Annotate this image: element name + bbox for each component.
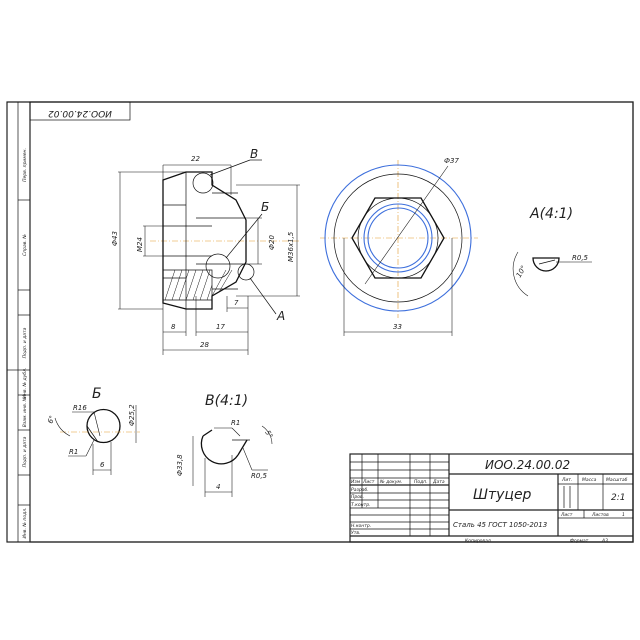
dim-17: 17	[216, 323, 225, 331]
tb-col-list: Лист	[362, 479, 375, 485]
dim-22: 22	[191, 155, 200, 163]
side-label-7: Инв. № подл.	[22, 507, 28, 538]
mirrored-doc-code: ИОО.24.00.02	[48, 108, 112, 118]
side-label-2: Справ. №	[22, 234, 28, 256]
side-label-4: Инв. № дубл.	[22, 368, 28, 399]
dim-dia43: Ф43	[111, 231, 119, 246]
tb-scale-value: 2:1	[611, 493, 625, 503]
tb-col-date: Дата	[432, 479, 445, 485]
detail-v-title: В(4:1)	[205, 393, 248, 409]
tb-sheets-label: Листов	[591, 512, 609, 518]
detail-v-r1: R1	[231, 419, 240, 427]
tb-material: Сталь 45 ГОСТ 1050-2013	[453, 521, 547, 529]
side-label-1: Перв. примен.	[22, 148, 28, 182]
tb-col-izm: Изм	[351, 479, 361, 485]
dim-8: 8	[171, 323, 176, 331]
side-strip: Перв. примен. Справ. № Подп. и дата Инв.…	[7, 102, 30, 542]
title-block: Изм Лист № докум. Подп. Дата Разраб. Про…	[349, 453, 634, 544]
tb-format-label: Формат	[570, 538, 589, 544]
tb-scale-label: Масштаб	[606, 477, 628, 483]
detail-b-title: Б	[92, 386, 102, 402]
detail-v-angle: 5°	[263, 429, 274, 440]
detail-a-title: А(4:1)	[529, 206, 573, 222]
detail-b-6: 6	[100, 461, 105, 469]
tb-lit-label: Лит.	[561, 477, 572, 483]
side-label-3: Подп. и дата	[22, 327, 28, 358]
detail-b: Б R16 R1 Ф25,2 6 6°	[46, 386, 140, 475]
tb-code: ИОО.24.00.02	[485, 458, 570, 472]
sheet-frame	[6, 101, 634, 543]
callout-b: Б	[261, 200, 269, 214]
detail-b-angle: 6°	[46, 414, 56, 424]
tb-row-utv: Утв.	[351, 530, 360, 536]
main-view-dims: 22 Ф43 М24 Ф20 М36х1,5 8	[111, 155, 300, 355]
end-view: Ф37 33	[320, 157, 478, 336]
tb-sheet-label: Лист	[560, 512, 573, 518]
detail-a-radius: R0,5	[572, 254, 589, 262]
tb-format-value: А3	[601, 538, 608, 544]
detail-v: В(4:1) R1 R0,5 Ф33,8 4 5°	[176, 393, 274, 497]
tb-sheets-value: 1	[622, 512, 625, 518]
dim-thread: М36х1,5	[287, 231, 295, 262]
main-view: В Б А 22 Ф43 М24 Ф20	[111, 147, 300, 355]
tb-col-sign: Подп.	[414, 479, 428, 485]
dim-dia37: Ф37	[444, 157, 459, 165]
dim-28: 28	[200, 341, 209, 349]
side-label-6: Подп. и дата	[22, 436, 28, 467]
mirrored-code-box: ИОО.24.00.02	[29, 101, 131, 121]
tb-row-nkontr: Н.контр.	[351, 523, 371, 529]
dim-7: 7	[234, 299, 239, 307]
tb-row-prov: Пров.	[351, 494, 364, 500]
dim-33: 33	[393, 323, 402, 331]
section-hatch	[162, 269, 233, 301]
callout-v: В	[250, 147, 258, 161]
tb-row-tkontr: Т.контр.	[351, 502, 371, 508]
tb-copied: Копировал	[465, 538, 491, 544]
detail-b-r1: R1	[69, 448, 78, 456]
tb-row-razrab: Разраб.	[351, 487, 369, 493]
detail-v-4: 4	[216, 483, 220, 491]
detail-v-dia: Ф33,8	[176, 454, 184, 476]
detail-v-r05: R0,5	[251, 472, 268, 480]
tb-col-docnum: № докум.	[379, 479, 402, 485]
tb-mass-label: Масса	[582, 477, 597, 483]
detail-b-dia: Ф25,2	[128, 404, 136, 426]
detail-a: А(4:1) R0,5 10°	[512, 206, 592, 297]
tb-name: Штуцер	[473, 487, 532, 503]
side-label-5: Взам. инв. №	[22, 396, 28, 427]
detail-a-angle: 10°	[515, 264, 528, 279]
dim-dia20: Ф20	[268, 235, 276, 250]
callout-a: А	[276, 309, 285, 323]
detail-b-r16: R16	[73, 404, 87, 412]
dim-m24: М24	[136, 237, 144, 252]
